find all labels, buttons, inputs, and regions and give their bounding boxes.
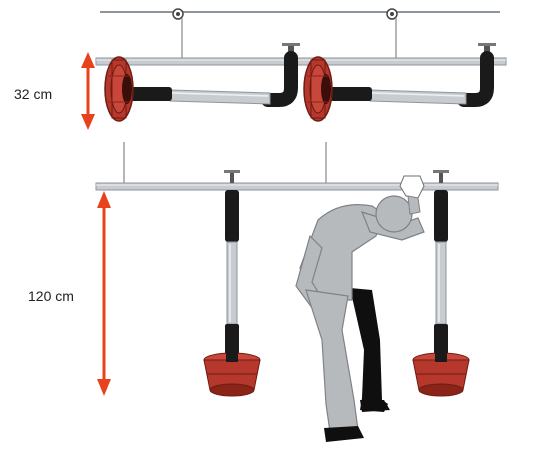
pipe-hangers [123,142,327,184]
upper-gap-label: 32 cm [14,86,53,102]
upper-supply-pipe [95,57,507,66]
hose-reel-left [104,43,300,122]
hose-reel-right [303,43,496,122]
double-headed-arrow-icon [81,52,95,130]
hose-reel-icon [303,56,333,122]
mount-height-label: 120 cm [28,288,74,304]
vertical-drop-hose-icon [412,170,470,397]
double-headed-arrow-icon [97,191,111,396]
ceiling-rail [100,8,500,60]
lower-supply-pipe [95,182,499,191]
bending-worker-icon [295,175,425,442]
vertical-drop-hose-icon [203,170,261,397]
hose-reel-icon [104,56,134,122]
